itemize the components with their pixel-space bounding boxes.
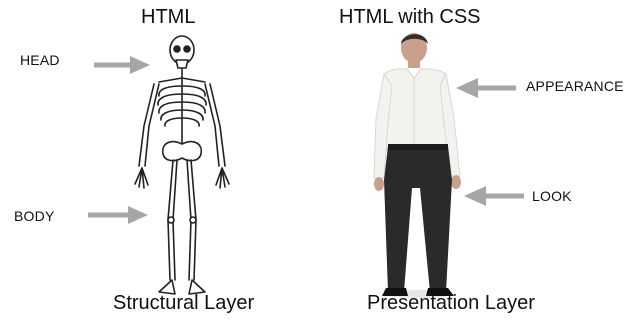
arrow-head (94, 56, 150, 74)
label-appearance: APPEARANCE (526, 78, 624, 94)
label-body: BODY (14, 208, 55, 224)
skeleton-icon (134, 35, 230, 295)
arrow-look (464, 186, 524, 206)
arrow-body (88, 206, 148, 224)
arrow-appearance (456, 78, 516, 98)
right-title: HTML with CSS (339, 6, 481, 28)
label-look: LOOK (532, 188, 572, 204)
left-title: HTML (141, 6, 196, 28)
right-caption: Presentation Layer (367, 292, 535, 314)
left-caption: Structural Layer (113, 292, 255, 314)
dressed-man-icon (373, 33, 461, 298)
label-head: HEAD (20, 52, 60, 68)
